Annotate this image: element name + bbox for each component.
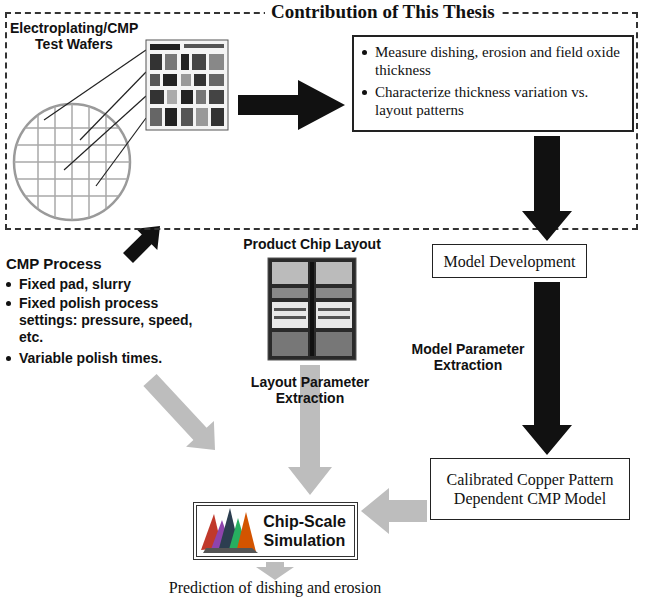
bullet-row: Characterize thickness variation vs. lay… <box>362 83 624 119</box>
bullet-row: Measure dishing, erosion and field oxide… <box>362 43 624 79</box>
box-text: Calibrated Copper Pattern Dependent CMP … <box>437 470 623 508</box>
block-arrow <box>143 374 215 450</box>
bullet-row: Variable polish times. <box>6 350 206 367</box>
text-label: Prediction of dishing and erosion <box>110 579 440 597</box>
product-chip-layout <box>268 258 356 360</box>
bullet-text: Measure dishing, erosion and field oxide… <box>375 43 624 79</box>
bullet-text: Variable polish times. <box>19 350 162 367</box>
text-label: Layout Parameter Extraction <box>235 374 385 406</box>
bullet-text: Fixed pad, slurry <box>19 276 131 293</box>
bullet-dot <box>6 356 11 361</box>
bullet-dot <box>6 282 11 287</box>
bullet-text: Characterize thickness variation vs. lay… <box>375 83 624 119</box>
group-title: Contribution of This Thesis <box>265 1 501 23</box>
block-arrow <box>522 136 572 241</box>
edge-label: Model Parameter Extraction <box>408 341 528 373</box>
bullet-text: Fixed polish process settings: pressure,… <box>19 295 204 346</box>
block-arrow <box>522 282 572 455</box>
leader-lines <box>44 50 146 186</box>
process-box: Measure dishing, erosion and field oxide… <box>352 35 634 132</box>
text-label: Product Chip Layout <box>236 236 388 252</box>
block-arrow <box>123 226 160 263</box>
text-label: CMP Process <box>6 255 206 273</box>
box-text: Chip-Scale Simulation <box>263 512 346 550</box>
simulation-box: Chip-Scale Simulation <box>193 502 358 560</box>
process-box: Calibrated Copper Pattern Dependent CMP … <box>430 458 630 520</box>
block-arrow <box>256 562 294 580</box>
process-box: Model Development <box>432 244 587 278</box>
test-chip-layout <box>146 40 228 130</box>
block-arrow <box>361 488 427 534</box>
bullet-dot <box>362 50 367 55</box>
bullet-row: Fixed polish process settings: pressure,… <box>6 295 204 346</box>
bullet-row: Fixed pad, slurry <box>6 276 206 293</box>
bullet-dot <box>6 301 11 306</box>
block-arrow <box>238 80 345 130</box>
bullet-dot <box>362 90 367 95</box>
text-label: Electroplating/CMP Test Wafers <box>10 20 138 52</box>
box-text: Model Development <box>444 252 576 271</box>
